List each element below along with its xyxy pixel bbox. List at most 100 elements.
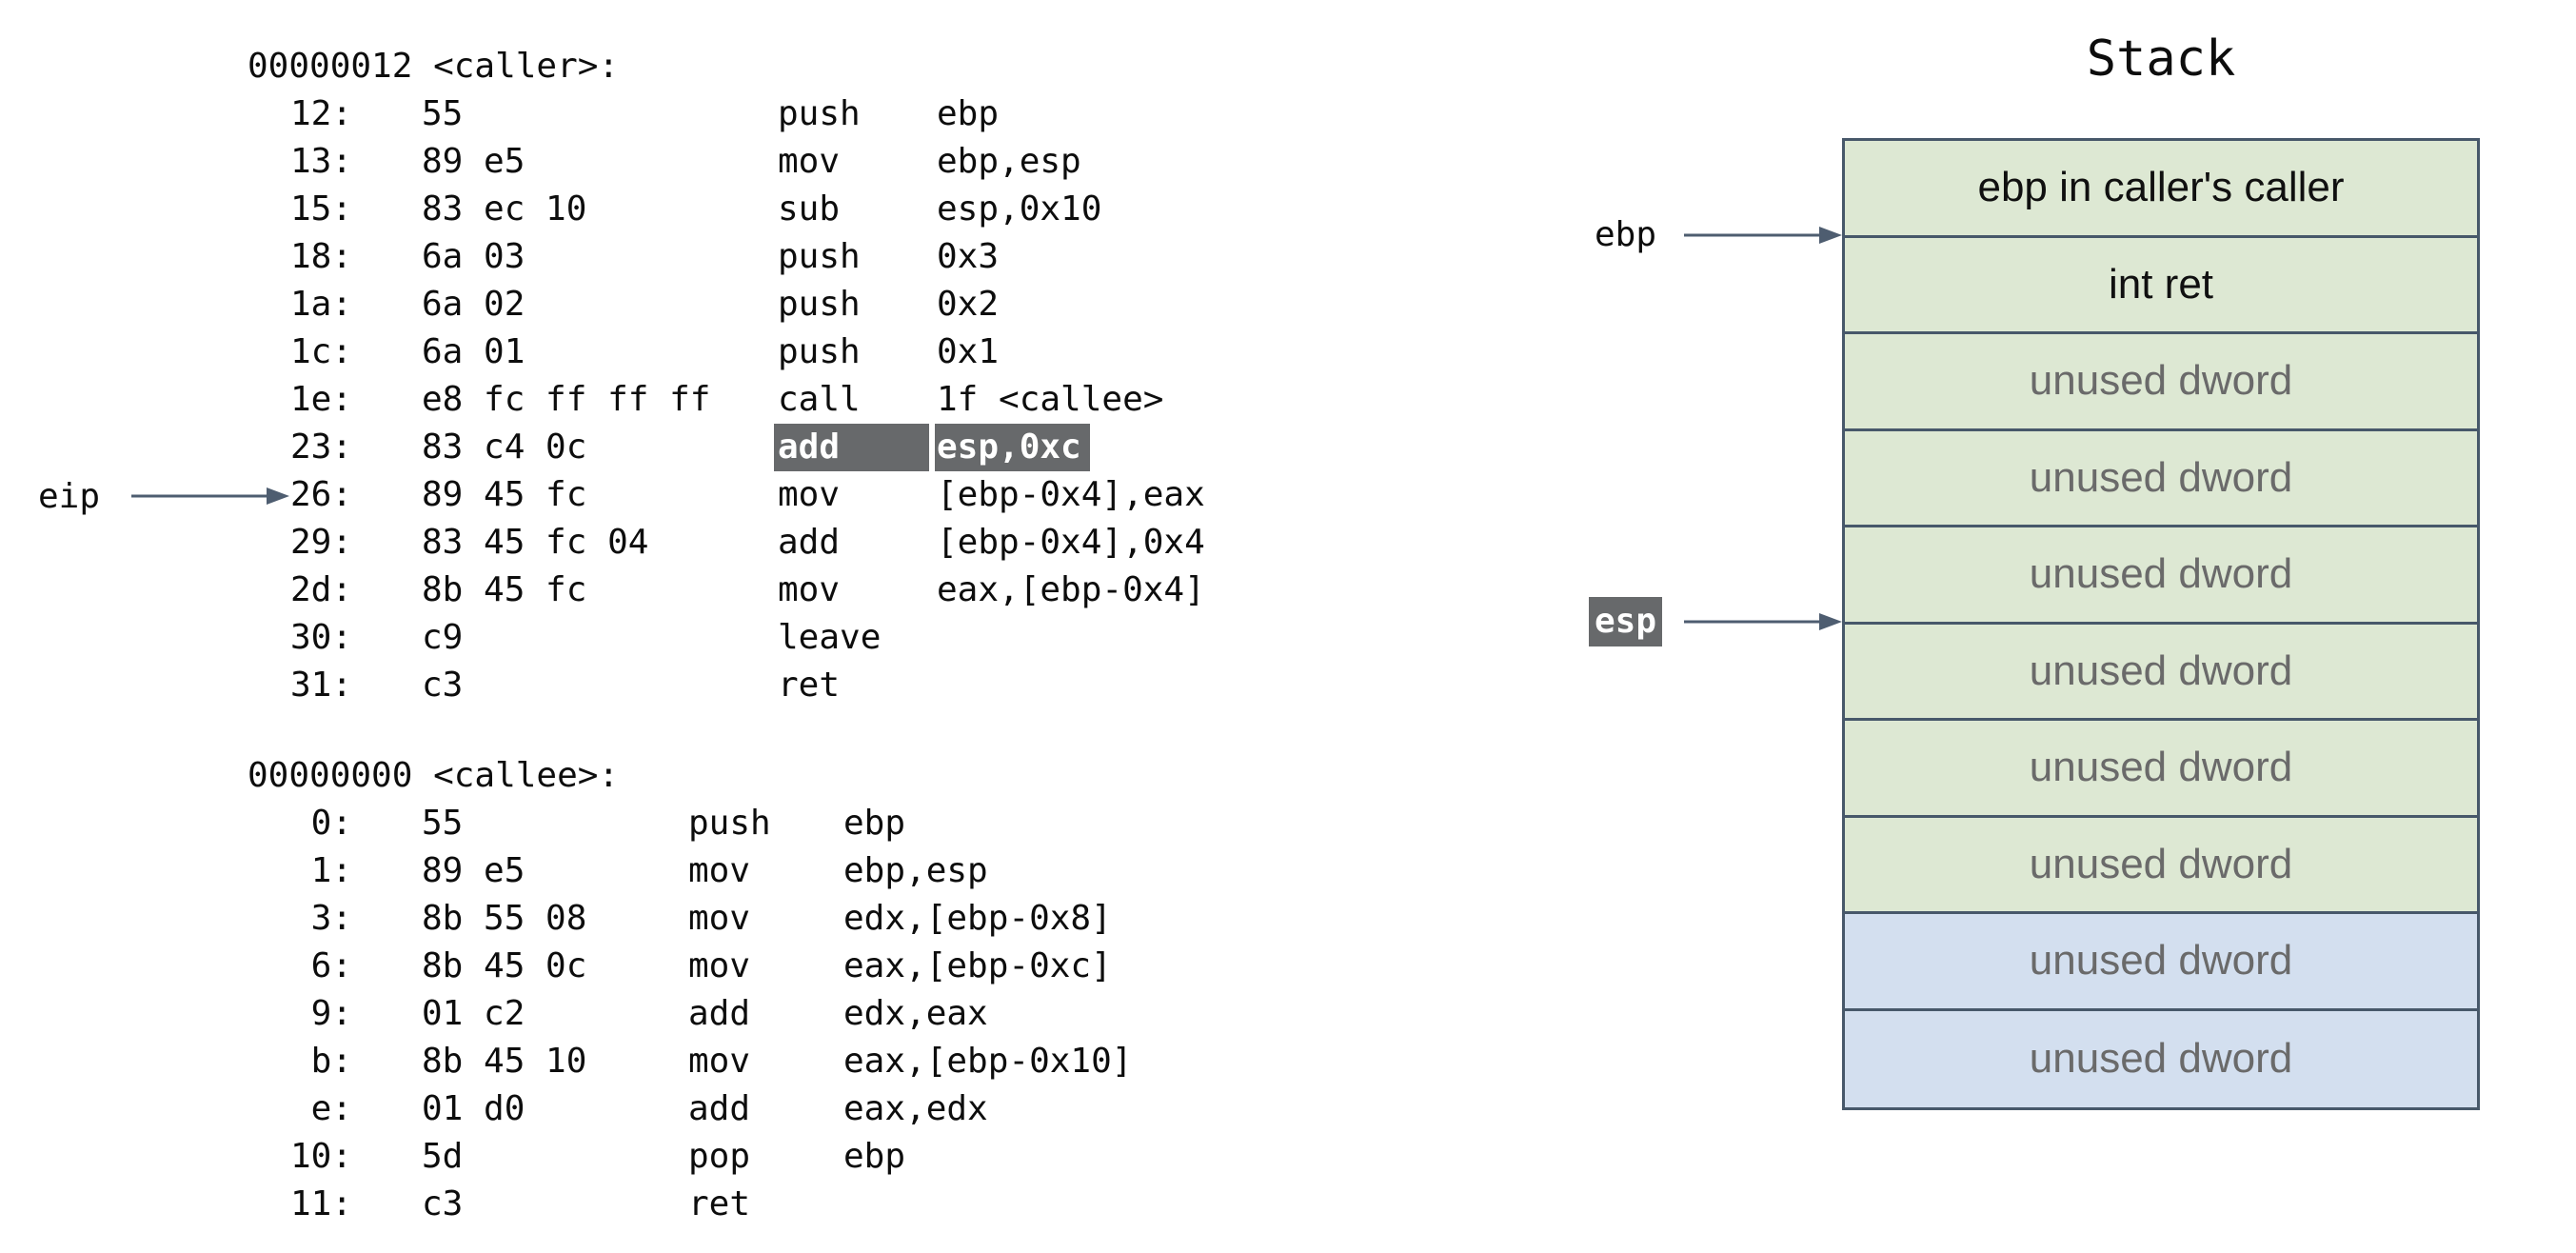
esp-arrow-icon — [1684, 612, 1842, 630]
asm-address: 11: — [289, 1184, 352, 1223]
asm-address: 1c: — [289, 332, 352, 371]
asm-bytes: 6a 01 — [422, 332, 525, 371]
stack-slot-6: unused dword — [1845, 721, 2477, 818]
asm-bytes: 6a 02 — [422, 285, 525, 324]
stack-slot-7: unused dword — [1845, 817, 2477, 914]
asm-bytes: e8 fc ff ff ff — [422, 380, 711, 419]
asm-address: 0: — [310, 804, 352, 843]
asm-mnemonic: push — [688, 804, 771, 843]
asm-row-caller-1c: 1c: 6a 01 push 0x1 — [248, 328, 999, 376]
asm-bytes: 89 e5 — [422, 851, 525, 890]
asm-header-caller: 00000012 <caller>: — [248, 47, 620, 86]
asm-address: 29: — [289, 523, 352, 562]
asm-bytes: c3 — [422, 1184, 464, 1223]
stack-slot-label: ebp in caller's caller — [1977, 164, 2345, 211]
asm-header-callee: 00000000 <callee>: — [248, 756, 620, 795]
eip-arrow-icon — [131, 487, 289, 505]
asm-row-callee-1: 1: 89 e5 mov ebp,esp — [248, 847, 988, 895]
asm-operands: ebp,esp — [937, 142, 1081, 181]
asm-operands: eax,[ebp-0x4] — [937, 570, 1205, 609]
ebp-arrow-icon — [1684, 226, 1842, 244]
asm-bytes: 5d — [422, 1137, 464, 1176]
asm-address: 15: — [289, 189, 352, 229]
asm-address: 30: — [289, 618, 352, 657]
asm-address: 3: — [310, 899, 352, 938]
asm-address: e: — [310, 1089, 352, 1128]
asm-bytes: 8b 45 10 — [422, 1042, 587, 1081]
asm-bytes: 89 e5 — [422, 142, 525, 181]
asm-operands: ebp — [937, 94, 1000, 133]
stack-slot-label: unused dword — [2029, 840, 2293, 887]
stack-slot-2: unused dword — [1845, 334, 2477, 431]
asm-operands: ebp — [843, 804, 906, 843]
asm-operands: [ebp-0x4],0x4 — [937, 523, 1205, 562]
asm-bytes: 01 c2 — [422, 994, 525, 1033]
asm-mnemonic: pop — [688, 1137, 751, 1176]
asm-operands: eax,[ebp-0x10] — [843, 1042, 1133, 1081]
asm-mnemonic: push — [778, 332, 861, 371]
stack-slot-0: ebp in caller's caller — [1845, 141, 2477, 238]
asm-operands: esp,0xc — [935, 424, 1090, 471]
asm-bytes: 83 ec 10 — [422, 189, 587, 229]
stack-title: Stack — [2086, 30, 2236, 88]
stack-slot-label: unused dword — [2029, 646, 2293, 694]
asm-operands: eax,[ebp-0xc] — [843, 946, 1112, 985]
stack-slot-8: unused dword — [1845, 914, 2477, 1011]
stack-slot-1: int ret — [1845, 237, 2477, 334]
asm-row-caller-13: 13: 89 e5 mov ebp,esp — [248, 138, 1081, 186]
asm-mnemonic: mov — [778, 475, 841, 514]
asm-address: 12: — [289, 94, 352, 133]
asm-address: 31: — [289, 666, 352, 705]
stack-slot-label: int ret — [2108, 260, 2214, 308]
stack-slot-5: unused dword — [1845, 624, 2477, 721]
stack-slot-label: unused dword — [2029, 937, 2293, 984]
asm-mnemonic: mov — [688, 946, 751, 985]
asm-address: 23: — [289, 428, 352, 467]
esp-register-label: esp — [1589, 596, 1663, 646]
eip-register-label: eip — [38, 477, 101, 516]
stack-slot-4: unused dword — [1845, 527, 2477, 625]
asm-bytes: 89 45 fc — [422, 475, 587, 514]
asm-operands: ebp,esp — [843, 851, 988, 890]
asm-row-callee-10: 10: 5d pop ebp — [248, 1133, 905, 1181]
stack-slot-label: unused dword — [2029, 744, 2293, 791]
asm-mnemonic: push — [778, 237, 861, 276]
asm-address: 9: — [310, 994, 352, 1033]
stack-slot-3: unused dword — [1845, 430, 2477, 527]
stack-slot-label: unused dword — [2029, 1035, 2293, 1083]
asm-operands: 1f <callee> — [937, 380, 1164, 419]
asm-mnemonic: mov — [778, 570, 841, 609]
stack-slot-label: unused dword — [2029, 453, 2293, 501]
asm-operands: [ebp-0x4],eax — [937, 475, 1205, 514]
asm-address: 10: — [289, 1137, 352, 1176]
asm-mnemonic: sub — [778, 189, 841, 229]
asm-mnemonic: mov — [688, 851, 751, 890]
asm-operands: 0x1 — [937, 332, 1000, 371]
asm-operands: edx,eax — [843, 994, 988, 1033]
asm-address: 1: — [310, 851, 352, 890]
asm-bytes: 8b 45 fc — [422, 570, 587, 609]
asm-bytes: 83 c4 0c — [422, 428, 587, 467]
asm-bytes: 8b 55 08 — [422, 899, 587, 938]
asm-address: 13: — [289, 142, 352, 181]
asm-address: b: — [310, 1042, 352, 1081]
asm-operands: ebp — [843, 1137, 906, 1176]
asm-bytes: c3 — [422, 666, 464, 705]
asm-mnemonic: mov — [778, 142, 841, 181]
